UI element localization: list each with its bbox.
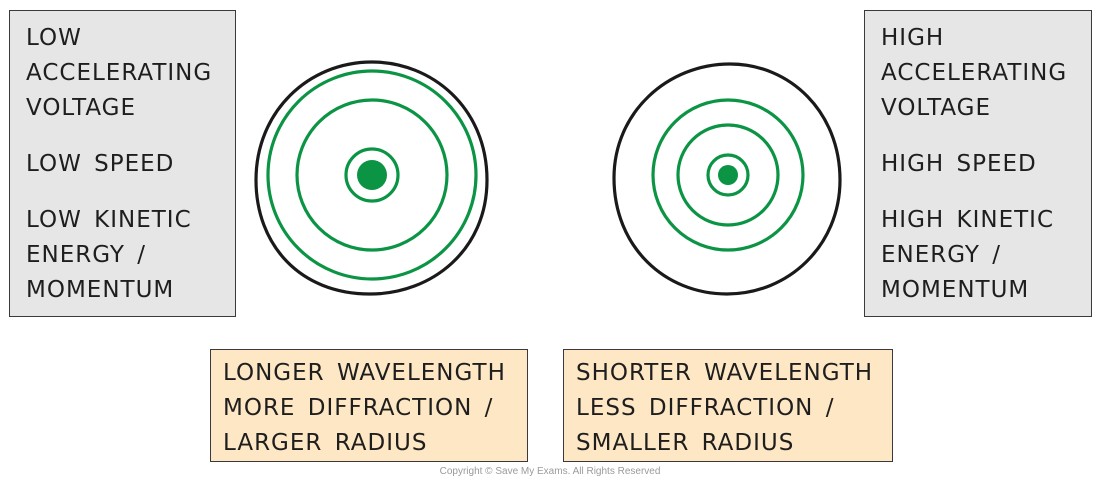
high-energy-line-2: ENERGY / bbox=[881, 242, 1002, 268]
high-voltage-ring-middle bbox=[676, 123, 780, 227]
low-voltage-ring-outer bbox=[266, 69, 478, 281]
high-energy-line-3: MOMENTUM bbox=[881, 277, 1030, 303]
larger-radius-label: LARGER RADIUS bbox=[223, 430, 428, 456]
low-voltage-pattern bbox=[254, 60, 489, 296]
low-energy-line-2: ENERGY / bbox=[26, 242, 147, 268]
low-voltage-result-box: LONGER WAVELENGTH MORE DIFFRACTION / LAR… bbox=[210, 349, 528, 462]
low-voltage-line-2: ACCELERATING bbox=[26, 60, 213, 86]
low-voltage-line-1: LOW bbox=[26, 25, 82, 51]
shorter-wavelength-label: SHORTER WAVELENGTH bbox=[576, 360, 874, 386]
high-voltage-ring-outer bbox=[651, 98, 805, 252]
low-voltage-line-3: VOLTAGE bbox=[26, 95, 137, 121]
low-voltage-ring-middle bbox=[295, 98, 449, 252]
high-voltage-line-3: VOLTAGE bbox=[881, 95, 992, 121]
low-voltage-ring-inner bbox=[344, 147, 400, 203]
less-diffraction-label: LESS DIFFRACTION / bbox=[576, 395, 835, 421]
low-voltage-center-spot-icon bbox=[357, 160, 387, 190]
high-voltage-line-1: HIGH bbox=[881, 25, 945, 51]
high-voltage-pattern bbox=[612, 62, 842, 296]
low-voltage-panel: LOW ACCELERATING VOLTAGE LOW SPEED LOW K… bbox=[9, 10, 236, 317]
more-diffraction-label: MORE DIFFRACTION / bbox=[223, 395, 494, 421]
high-voltage-ring-inner bbox=[706, 153, 750, 197]
low-speed-line: LOW SPEED bbox=[26, 151, 175, 177]
longer-wavelength-label: LONGER WAVELENGTH bbox=[223, 360, 506, 386]
low-energy-line-1: LOW KINETIC bbox=[26, 207, 192, 233]
high-voltage-panel: HIGH ACCELERATING VOLTAGE HIGH SPEED HIG… bbox=[864, 10, 1092, 317]
low-voltage-screen-outline bbox=[254, 60, 489, 296]
copyright-notice: Copyright © Save My Exams. All Rights Re… bbox=[439, 466, 661, 477]
low-energy-line-3: MOMENTUM bbox=[26, 277, 175, 303]
high-voltage-screen-outline bbox=[612, 62, 842, 296]
high-voltage-line-2: ACCELERATING bbox=[881, 60, 1068, 86]
high-voltage-center-spot-icon bbox=[718, 165, 738, 185]
high-voltage-result-box: SHORTER WAVELENGTH LESS DIFFRACTION / SM… bbox=[563, 349, 893, 462]
high-speed-line: HIGH SPEED bbox=[881, 151, 1037, 177]
high-energy-line-1: HIGH KINETIC bbox=[881, 207, 1055, 233]
smaller-radius-label: SMALLER RADIUS bbox=[576, 430, 795, 456]
